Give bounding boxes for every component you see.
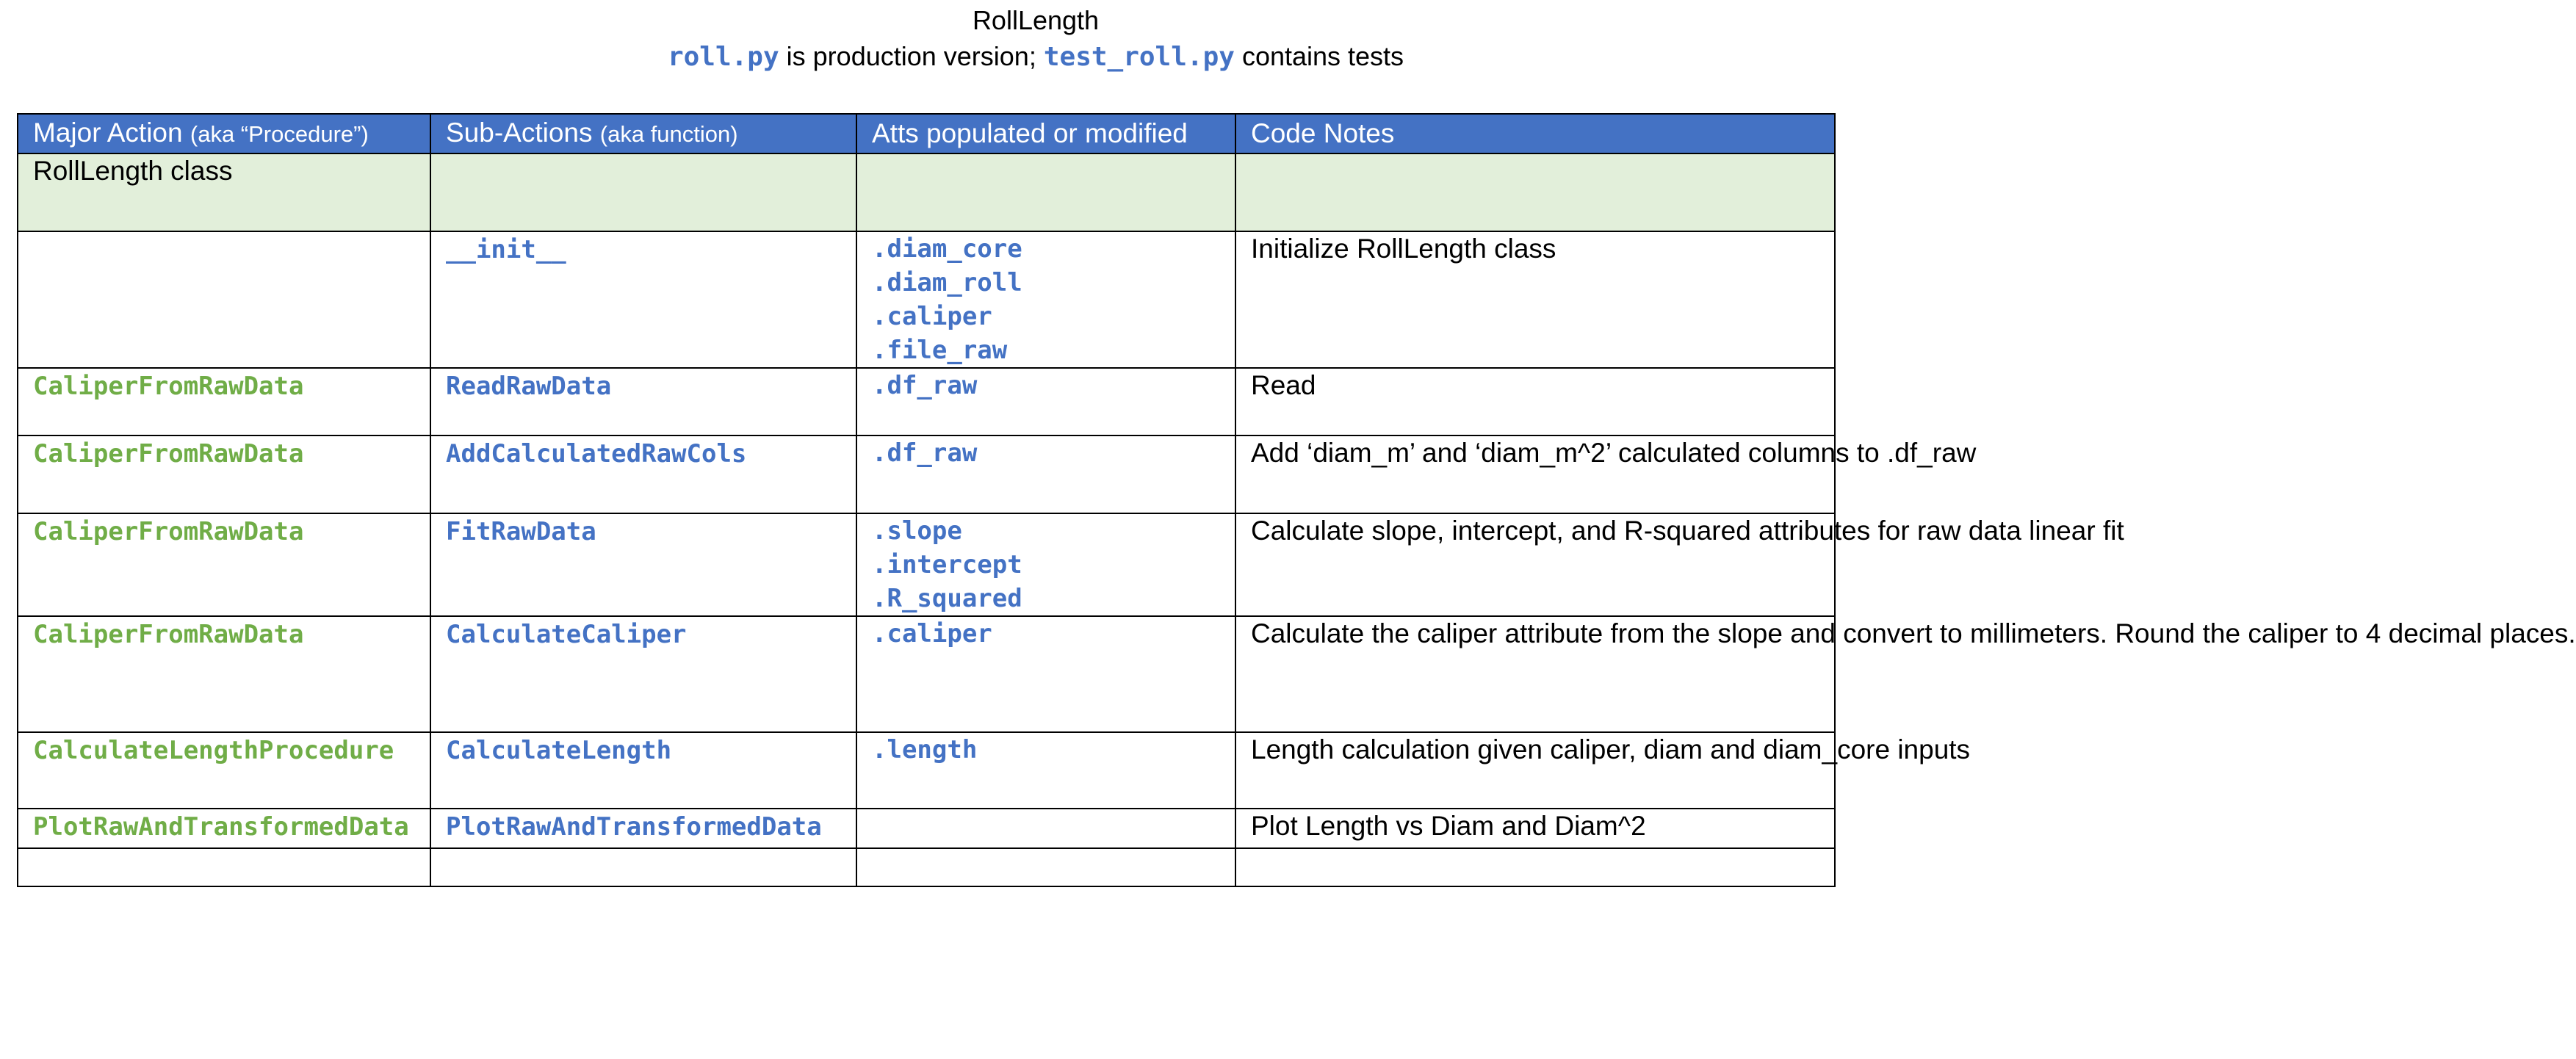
class-row-cell-empty bbox=[856, 153, 1236, 232]
subtitle-text-end: contains tests bbox=[1234, 41, 1404, 71]
major-action-cell: PlotRawAndTransformedData bbox=[17, 808, 431, 849]
attribute-name: .file_raw bbox=[872, 336, 1008, 365]
sub-action-name: ReadRawData bbox=[446, 372, 612, 401]
sub-action-cell: ReadRawData bbox=[430, 367, 857, 436]
sub-action-name: PlotRawAndTransformedData bbox=[446, 812, 822, 842]
class-row: RollLength class bbox=[17, 153, 1836, 232]
header-sub-actions-aka: (aka function) bbox=[599, 121, 738, 147]
major-action-name: PlotRawAndTransformedData bbox=[33, 812, 409, 842]
major-action-name: CaliperFromRawData bbox=[33, 517, 304, 546]
table-row: CaliperFromRawData FitRawData .slope .in… bbox=[17, 513, 2124, 617]
atts-cell: .diam_core .diam_roll .caliper .file_raw bbox=[856, 231, 1236, 369]
subtitle-text-mid: is production version; bbox=[779, 41, 1044, 71]
code-notes-cell: Plot Length vs Diam and Diam^2 bbox=[1235, 808, 1836, 849]
attribute-name: .df_raw bbox=[872, 371, 978, 400]
atts-cell: .caliper bbox=[856, 615, 1236, 733]
major-action-cell: CalculateLengthProcedure bbox=[17, 731, 431, 809]
code-notes-cell: Calculate slope, intercept, and R-square… bbox=[1235, 513, 2124, 617]
code-notes-cell: Add ‘diam_m’ and ‘diam_m^2’ calculated c… bbox=[1235, 435, 1976, 514]
page-subtitle: roll.py is production version; test_roll… bbox=[0, 38, 2071, 76]
production-file-name: roll.py bbox=[667, 42, 779, 72]
atts-cell bbox=[856, 808, 1236, 849]
major-action-name: CalculateLengthProcedure bbox=[33, 736, 394, 765]
attribute-name: .intercept bbox=[872, 550, 1022, 579]
empty-cell bbox=[1235, 847, 1836, 887]
header-code-notes-label: Code Notes bbox=[1251, 118, 1395, 148]
attribute-name: .length bbox=[872, 735, 978, 765]
sub-action-cell: FitRawData bbox=[430, 513, 857, 617]
page-title: RollLength bbox=[972, 5, 1100, 35]
sub-action-cell: __init__ bbox=[430, 231, 857, 369]
code-notes-cell: Calculate the caliper attribute from the… bbox=[1235, 615, 2576, 733]
empty-cell bbox=[430, 847, 857, 887]
major-action-name: CaliperFromRawData bbox=[33, 620, 304, 649]
header-major-action-aka: (aka “Procedure”) bbox=[190, 121, 369, 147]
sub-action-cell: AddCalculatedRawCols bbox=[430, 435, 857, 514]
atts-cell: .df_raw bbox=[856, 367, 1236, 436]
sub-action-cell: PlotRawAndTransformedData bbox=[430, 808, 857, 849]
sub-action-name: AddCalculatedRawCols bbox=[446, 439, 747, 469]
table-row: CaliperFromRawData ReadRawData .df_raw R… bbox=[17, 367, 1836, 436]
attribute-name: .R_squared bbox=[872, 584, 1022, 613]
atts-cell: .length bbox=[856, 731, 1236, 809]
major-action-name: CaliperFromRawData bbox=[33, 372, 304, 401]
attribute-name: .caliper bbox=[872, 619, 992, 648]
table-row: CalculateLengthProcedure CalculateLength… bbox=[17, 731, 1970, 809]
table-row: CaliperFromRawData CalculateCaliper .cal… bbox=[17, 615, 2576, 733]
attribute-name: .diam_roll bbox=[872, 268, 1022, 297]
sub-action-name: FitRawData bbox=[446, 517, 596, 546]
atts-cell: .slope .intercept .R_squared bbox=[856, 513, 1236, 617]
code-notes-cell: Initialize RollLength class bbox=[1235, 231, 1836, 369]
empty-row bbox=[17, 847, 1836, 887]
attribute-name: .caliper bbox=[872, 302, 992, 331]
code-notes-cell: Read bbox=[1235, 367, 1836, 436]
table-row: PlotRawAndTransformedData PlotRawAndTran… bbox=[17, 808, 1836, 849]
procedure-table: Major Action (aka “Procedure”) Sub-Actio… bbox=[17, 113, 2576, 887]
class-row-cell-empty bbox=[1235, 153, 1836, 232]
sub-action-cell: CalculateCaliper bbox=[430, 615, 857, 733]
header-atts: Atts populated or modified bbox=[856, 113, 1236, 154]
major-action-cell: CaliperFromRawData bbox=[17, 435, 431, 514]
attribute-name: .slope bbox=[872, 516, 962, 546]
sub-action-name: CalculateCaliper bbox=[446, 620, 687, 649]
attribute-name: .df_raw bbox=[872, 438, 978, 468]
attribute-name: .diam_core bbox=[872, 234, 1022, 264]
major-action-cell bbox=[17, 231, 431, 369]
sub-action-name: CalculateLength bbox=[446, 736, 672, 765]
atts-cell: .df_raw bbox=[856, 435, 1236, 514]
table-header-row: Major Action (aka “Procedure”) Sub-Actio… bbox=[17, 113, 1836, 154]
class-row-label: RollLength class bbox=[17, 153, 431, 232]
header-sub-actions: Sub-Actions (aka function) bbox=[430, 113, 857, 154]
major-action-cell: CaliperFromRawData bbox=[17, 615, 431, 733]
sub-action-cell: CalculateLength bbox=[430, 731, 857, 809]
header-major-action: Major Action (aka “Procedure”) bbox=[17, 113, 431, 154]
header-sub-actions-label: Sub-Actions bbox=[446, 118, 600, 148]
test-file-name: test_roll.py bbox=[1043, 42, 1235, 72]
class-row-cell-empty bbox=[430, 153, 857, 232]
header-major-action-label: Major Action bbox=[33, 118, 190, 148]
table-row: __init__ .diam_core .diam_roll .caliper … bbox=[17, 231, 1836, 369]
major-action-cell: CaliperFromRawData bbox=[17, 367, 431, 436]
header-atts-label: Atts populated or modified bbox=[872, 118, 1188, 148]
empty-cell bbox=[856, 847, 1236, 887]
major-action-cell: CaliperFromRawData bbox=[17, 513, 431, 617]
major-action-name: CaliperFromRawData bbox=[33, 439, 304, 469]
header-code-notes: Code Notes bbox=[1235, 113, 1836, 154]
empty-cell bbox=[17, 847, 431, 887]
sub-action-name: __init__ bbox=[446, 235, 566, 264]
code-notes-cell: Length calculation given caliper, diam a… bbox=[1235, 731, 1970, 809]
table-row: CaliperFromRawData AddCalculatedRawCols … bbox=[17, 435, 1976, 514]
